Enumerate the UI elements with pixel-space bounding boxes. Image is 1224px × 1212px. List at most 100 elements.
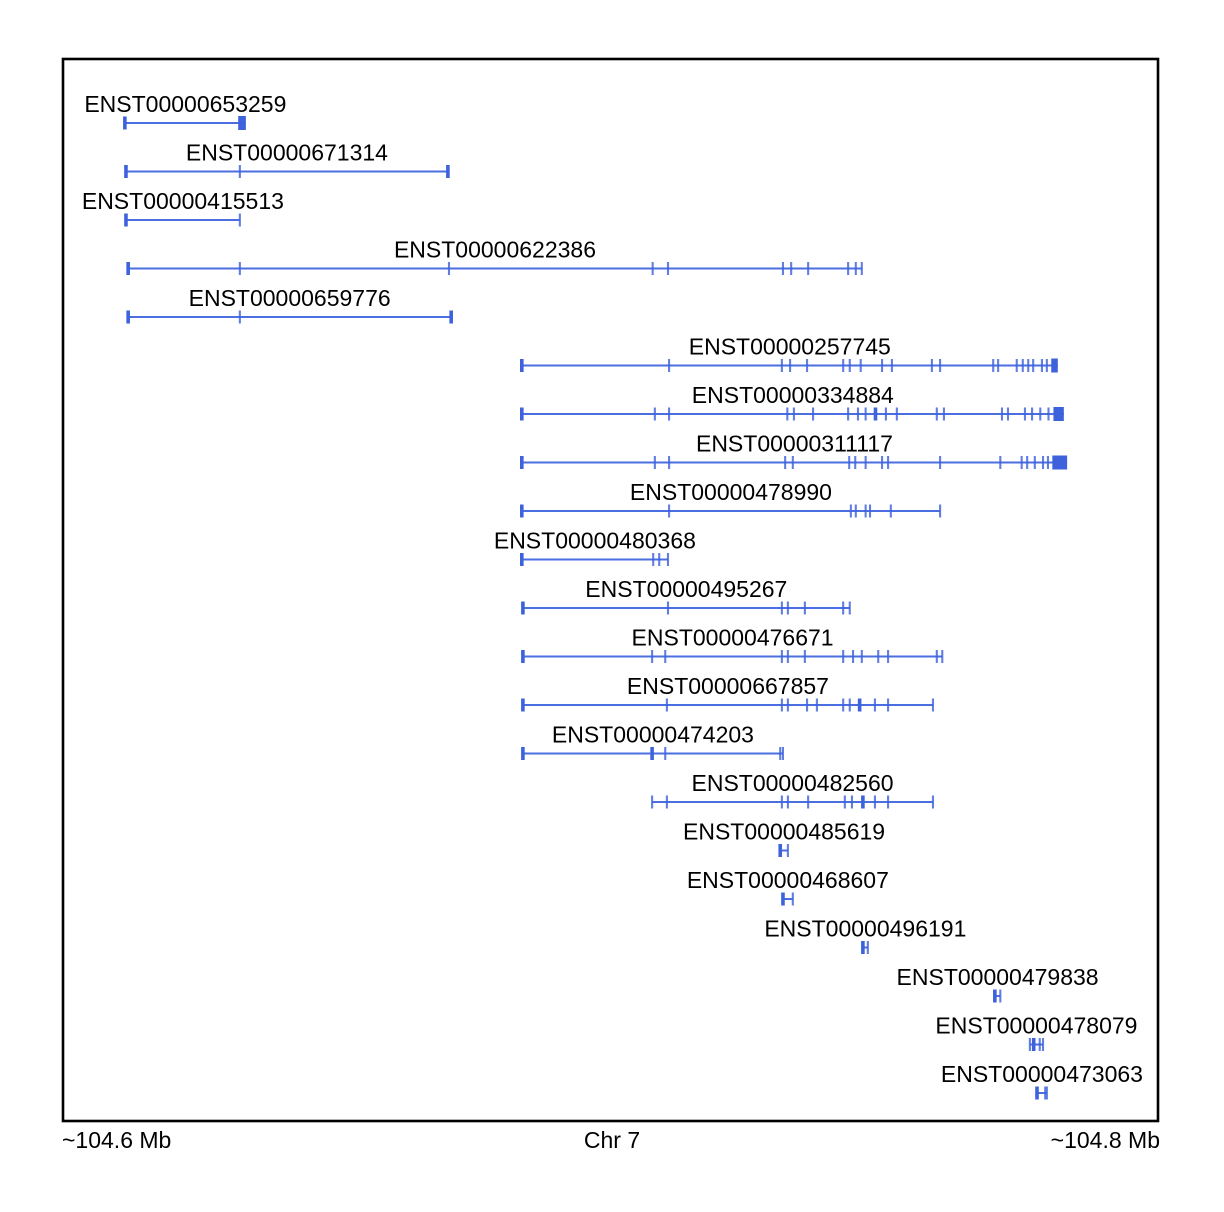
- exon-tick: [860, 262, 863, 275]
- exon-tick-thick: [520, 456, 524, 469]
- transcript-label: ENST00000474203: [552, 722, 754, 748]
- axis-label-right: ~104.8 Mb: [1050, 1127, 1160, 1153]
- exon-tick-thick: [861, 941, 865, 954]
- exon-tick: [930, 359, 933, 372]
- transcript-row-ENST00000671314: ENST00000671314: [124, 140, 450, 178]
- exon-tick: [877, 650, 880, 663]
- transcript-label: ENST00000473063: [941, 1061, 1143, 1087]
- exon-tick: [1045, 1086, 1048, 1100]
- exon-tick-thick: [520, 504, 524, 518]
- exon-tick-thick: [521, 601, 525, 615]
- exon-tick: [780, 601, 783, 615]
- exon-tick: [1039, 407, 1042, 421]
- exon-tick: [780, 650, 783, 663]
- transcript-row-ENST00000667857: ENST00000667857: [521, 673, 935, 712]
- transcript-label: ENST00000257745: [689, 334, 891, 360]
- transcript-label: ENST00000653259: [84, 91, 286, 117]
- transcript-row-ENST00000478990: ENST00000478990: [520, 479, 942, 518]
- exon-tick: [848, 601, 851, 615]
- exon-tick-thick: [873, 407, 878, 421]
- exon-tick: [786, 601, 789, 615]
- exon-tick: [238, 262, 241, 275]
- exon-tick: [1032, 359, 1035, 372]
- exon-tick: [666, 601, 670, 615]
- exon-tick: [887, 698, 890, 712]
- exon-tick: [791, 456, 794, 469]
- exon-tick: [939, 504, 942, 518]
- exon-tick: [856, 407, 860, 421]
- exon-tick: [854, 262, 857, 275]
- exon-tick: [786, 795, 789, 809]
- transcript-label: ENST00000478990: [630, 479, 832, 505]
- exon-tick: [664, 650, 667, 663]
- exon-tick: [842, 359, 845, 372]
- exon-tick-thick: [520, 407, 524, 421]
- transcript-label: ENST00000480368: [494, 528, 696, 554]
- exon-tick-thick: [124, 213, 128, 227]
- exon-tick: [652, 553, 655, 566]
- exon-tick-thick: [1031, 1038, 1036, 1051]
- exon-tick: [791, 892, 794, 906]
- exon-tick: [864, 504, 867, 518]
- exon-tick: [812, 407, 815, 421]
- exon-tick: [1023, 407, 1027, 421]
- exon-tick: [668, 504, 671, 518]
- transcript-label: ENST00000476671: [632, 625, 834, 651]
- exon-tick: [806, 698, 809, 712]
- transcript-row-ENST00000659776: ENST00000659776: [126, 285, 453, 324]
- transcript-label: ENST00000478079: [935, 1013, 1137, 1039]
- transcript-row-ENST00000257745: ENST00000257745: [520, 334, 1058, 373]
- exon-tick: [790, 262, 793, 275]
- exon-tick: [1006, 407, 1010, 421]
- exon-tick: [668, 456, 671, 469]
- transcript-label: ENST00000334884: [692, 382, 894, 408]
- transcript-row-ENST00000478079: ENST00000478079: [935, 1013, 1137, 1051]
- exon-tick: [781, 262, 785, 275]
- exon-tick-thick: [449, 310, 453, 324]
- transcript-row-ENST00000468607: ENST00000468607: [687, 867, 889, 906]
- exon-tick: [780, 698, 783, 712]
- exon-tick-thick: [126, 310, 130, 324]
- exon-tick-thick: [520, 359, 524, 372]
- exon-tick-thick: [124, 165, 128, 178]
- exon-tick: [895, 407, 898, 421]
- exon-tick: [653, 456, 656, 469]
- plot-border: [61, 57, 1160, 1123]
- exon-tick: [1040, 359, 1043, 372]
- axis-label-chromosome: Chr 7: [583, 1127, 641, 1153]
- exon-tick: [1015, 359, 1018, 372]
- exon-box: [1052, 455, 1068, 470]
- exon-tick: [784, 456, 787, 469]
- transcript-label: ENST00000659776: [189, 285, 391, 311]
- exon-tick: [850, 795, 853, 809]
- exon-tick: [941, 650, 944, 663]
- exon-tick: [935, 407, 938, 421]
- transcript-row-ENST00000473063: ENST00000473063: [941, 1061, 1143, 1100]
- exon-tick: [238, 213, 241, 227]
- exon-tick: [1021, 359, 1024, 372]
- exon-tick: [651, 650, 654, 663]
- exon-tick-thick: [1035, 1086, 1039, 1100]
- exon-tick: [665, 698, 668, 712]
- exon-tick: [653, 407, 656, 421]
- transcript-label: ENST00000482560: [692, 770, 894, 796]
- exon-tick: [1027, 359, 1030, 372]
- exon-tick: [668, 407, 671, 421]
- exon-tick: [786, 698, 789, 712]
- exon-tick: [1044, 1086, 1047, 1100]
- exon-tick: [881, 359, 884, 372]
- transcript-row-ENST00000653259: ENST00000653259: [84, 91, 286, 130]
- exon-tick: [1000, 407, 1004, 421]
- exon-tick: [1038, 1038, 1041, 1051]
- exon-tick-thick: [778, 844, 783, 857]
- exon-tick: [780, 795, 783, 809]
- exon-tick: [866, 941, 869, 954]
- exon-tick-thick: [126, 262, 130, 275]
- exon-tick: [873, 795, 876, 809]
- exon-tick: [1041, 456, 1045, 469]
- exon-tick: [935, 650, 938, 663]
- transcript-row-ENST00000415513: ENST00000415513: [82, 188, 284, 227]
- exon-tick: [1045, 359, 1048, 372]
